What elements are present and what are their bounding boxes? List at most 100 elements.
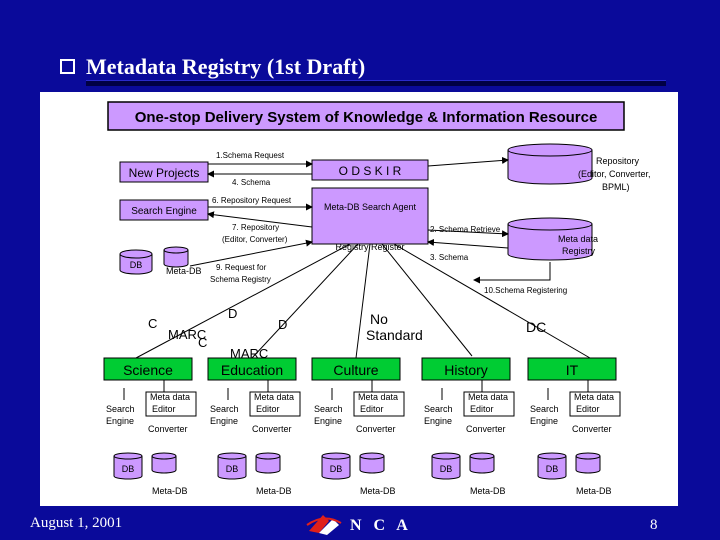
diagram-svg: One-stop Delivery System of Knowledge & … (103, 101, 651, 496)
search-engine-label-2: Engine (210, 416, 238, 426)
metadata-editor-label-2: Editor (152, 404, 176, 414)
metadata-editor-label-1: Meta data (254, 392, 294, 402)
step-9-line1: 9. Request for (216, 263, 267, 272)
db-cylinder-body (537, 456, 567, 480)
diagram-canvas: One-stop Delivery System of Knowledge & … (40, 92, 678, 506)
domain-box (103, 357, 193, 381)
domain-name: Education (221, 362, 283, 378)
step-3: 3. Schema (430, 253, 469, 262)
search-engine-label-1: Search (210, 404, 239, 414)
db-cylinder-top (321, 452, 351, 460)
editor-box (249, 391, 301, 417)
arrow-request-registry (189, 239, 313, 267)
meta-db-label: Meta-DB (256, 486, 292, 496)
meta-db-cylinder-top (163, 246, 189, 268)
meta-db-cylinder (469, 452, 495, 474)
metadata-registry-label-1: Meta data (558, 234, 598, 244)
meta-db-cylinder-top (469, 452, 495, 460)
db-cylinder (113, 452, 143, 480)
db-cylinder-top (217, 452, 247, 460)
checkbox-bullet-icon (60, 59, 75, 74)
banner-text: One-stop Delivery System of Knowledge & … (135, 109, 598, 126)
banner-box (107, 101, 625, 131)
step-4: 4. Schema (232, 178, 271, 187)
meta-db-label: Meta-DB (360, 486, 396, 496)
db-label: DB (440, 464, 453, 474)
meta-db-label: Meta-DB (152, 486, 188, 496)
converter-label: Converter (466, 424, 506, 434)
domain-box (311, 357, 401, 381)
meta-db-cylinder (151, 452, 177, 474)
metadata-editor-label-2: Editor (360, 404, 384, 414)
db-label: DB (122, 464, 135, 474)
meta-db-cylinder (575, 452, 601, 474)
standard-no: No (370, 311, 388, 327)
search-engine-label-2: Engine (424, 416, 452, 426)
editor-box (463, 391, 515, 417)
metadata-editor-label-1: Meta data (574, 392, 614, 402)
meta-db-label: Meta-DB (576, 486, 612, 496)
db-cylinder (537, 452, 567, 480)
standard-d2: D (278, 317, 287, 332)
standard-d1: D (228, 306, 237, 321)
domain-name: Culture (333, 362, 378, 378)
odskir-box (311, 159, 429, 181)
domain-box (527, 357, 617, 381)
meta-db-label: Meta-DB (470, 486, 506, 496)
page-number: 8 (650, 517, 658, 533)
domain-name: Science (123, 362, 173, 378)
meta-db-cylinder-body (151, 456, 177, 474)
metadata-registry-cylinder (507, 217, 593, 261)
meta-db-cylinder-body (469, 456, 495, 474)
search-engine-label-1: Search (530, 404, 559, 414)
step-7-line2: (Editor, Converter) (222, 235, 288, 244)
editor-box (145, 391, 197, 417)
repository-label-3: BPML) (602, 182, 630, 192)
slide-title-area: Metadata Registry (1st Draft) (56, 52, 668, 86)
db-cylinder (217, 452, 247, 480)
search-engine-label-1: Search (424, 404, 453, 414)
footer-org: N C A (350, 517, 412, 534)
meta-db-cylinder-body (575, 456, 601, 474)
arrow-schema-back (427, 238, 509, 249)
metadata-editor-label-1: Meta data (150, 392, 190, 402)
meta-db-search-agent-label: Meta-DB Search Agent (324, 202, 417, 212)
standard-marc-edu: MARC (230, 346, 268, 361)
metadata-editor-label-1: Meta data (358, 392, 398, 402)
step-10: 10.Schema Registering (484, 286, 567, 295)
standard-marc-c-1: MARC (168, 327, 206, 342)
metadata-editor-label-1: Meta data (468, 392, 508, 402)
arrow-schema-registering (473, 262, 551, 284)
search-engine-label-1: Search (314, 404, 343, 414)
arrow-repository-return (207, 211, 313, 228)
db-cylinder (431, 452, 461, 480)
db-cylinder-body (431, 456, 461, 480)
db-label: DB (330, 464, 343, 474)
search-engine-box (119, 199, 209, 221)
search-engine-label-2: Engine (106, 416, 134, 426)
step-1: 1.Schema Request (216, 151, 285, 160)
meta-db-cylinder-top (151, 452, 177, 460)
db-cylinder-top (537, 452, 567, 460)
standard-standard: Standard (366, 327, 423, 343)
db-label: DB (546, 464, 559, 474)
domain-name: IT (566, 362, 579, 378)
metadata-editor-label-2: Editor (470, 404, 494, 414)
new-projects-label: New Projects (129, 166, 200, 180)
editor-box (353, 391, 405, 417)
arrow-schema-retrieve (427, 229, 509, 238)
odskir-label: O D S K I R (339, 164, 402, 178)
db-cylinder-body (113, 456, 143, 480)
converter-label: Converter (572, 424, 612, 434)
metadata-editor-label-2: Editor (256, 404, 280, 414)
search-engine-label: Search Engine (131, 206, 197, 217)
step-9-line2: Schema Registry (210, 275, 271, 284)
search-engine-label-2: Engine (314, 416, 342, 426)
standard-c: C (148, 316, 157, 331)
arrow-odskir-repository (427, 156, 509, 167)
db-cylinder-top (431, 452, 461, 460)
